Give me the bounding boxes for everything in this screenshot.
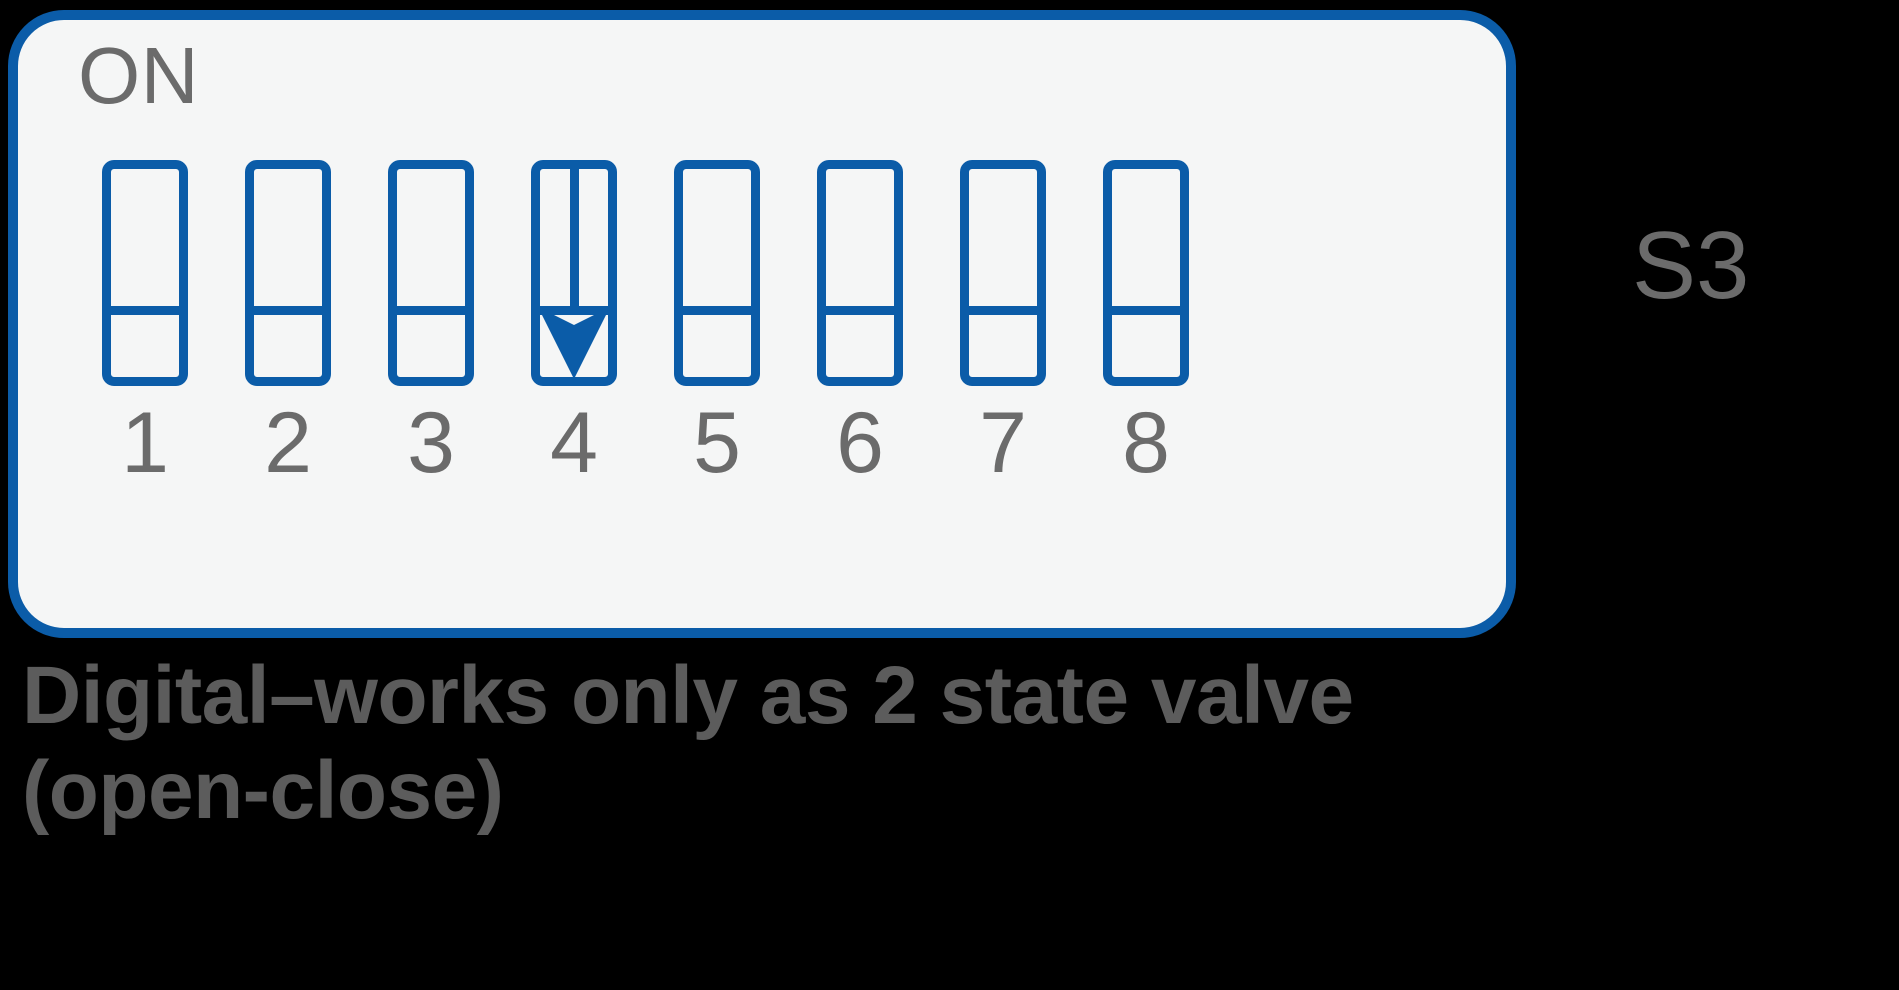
dip-switch-5-label: 5 [693, 395, 741, 491]
dip-switch-row: 1 2 3 [102, 160, 1432, 510]
dip-switch-4-body[interactable] [531, 160, 617, 386]
caption-line-1: Digital–works only as 2 state valve [22, 650, 1354, 741]
dip-switch-2-body[interactable] [245, 160, 331, 386]
dip-switch-7[interactable]: 7 [960, 160, 1046, 510]
dip-switch-4[interactable]: 4 [531, 160, 617, 510]
dip-switch-1-divider [102, 306, 188, 315]
on-label: ON [78, 31, 199, 120]
dip-switch-3-body[interactable] [388, 160, 474, 386]
dip-switch-6-body[interactable] [817, 160, 903, 386]
dip-switch-4-label: 4 [550, 395, 598, 491]
dip-switch-6[interactable]: 6 [817, 160, 903, 510]
dip-switch-6-divider [817, 306, 903, 315]
dip-switch-1[interactable]: 1 [102, 160, 188, 510]
dip-switch-4-divider [531, 306, 617, 315]
dip-switch-2-label: 2 [264, 395, 312, 491]
dip-switch-8-divider [1103, 306, 1189, 315]
caption-line-2: (open-close) [22, 745, 504, 837]
dip-switch-7-divider [960, 306, 1046, 315]
dip-switch-8[interactable]: 8 [1103, 160, 1189, 510]
dip-switch-1-body[interactable] [102, 160, 188, 386]
dip-switch-8-label: 8 [1122, 395, 1170, 491]
dip-switch-1-label: 1 [121, 395, 169, 491]
caption: Digital–works only as 2 state valve (ope… [22, 648, 1882, 838]
dip-switch-8-body[interactable] [1103, 160, 1189, 386]
dip-switch-4-actuator-stem [570, 169, 579, 306]
dip-switch-package: ON 1 2 3 [8, 10, 1516, 638]
dip-switch-5-body[interactable] [674, 160, 760, 386]
dip-switch-3[interactable]: 3 [388, 160, 474, 510]
dip-switch-5-divider [674, 306, 760, 315]
dip-switch-7-body[interactable] [960, 160, 1046, 386]
dip-switch-3-label: 3 [407, 395, 455, 491]
down-arrow-icon [538, 269, 610, 379]
dip-switch-5[interactable]: 5 [674, 160, 760, 510]
dip-switch-2-divider [245, 306, 331, 315]
dip-switch-6-label: 6 [836, 395, 884, 491]
dip-switch-3-divider [388, 306, 474, 315]
dip-switch-7-label: 7 [979, 395, 1027, 491]
switch-designator-label: S3 [1632, 212, 1750, 319]
dip-switch-2[interactable]: 2 [245, 160, 331, 510]
